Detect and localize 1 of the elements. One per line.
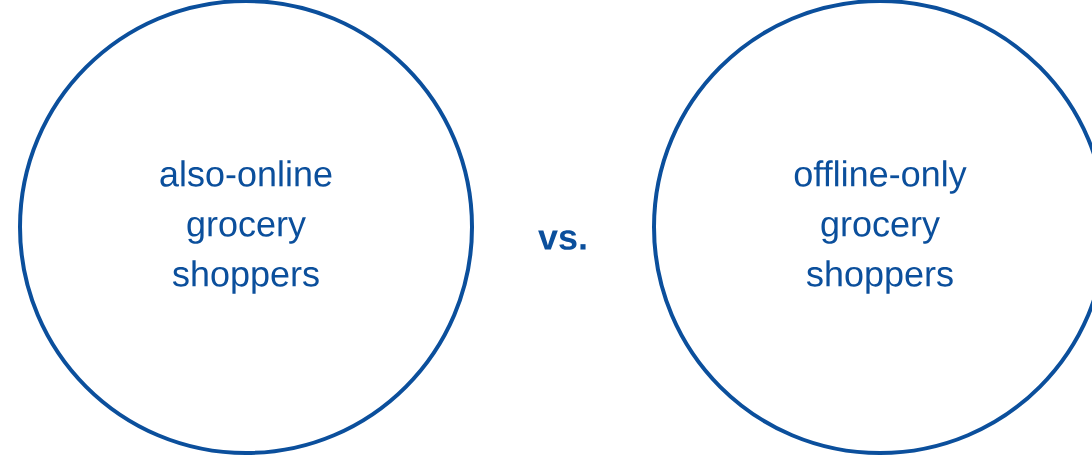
vs-label: vs. [538,230,586,250]
